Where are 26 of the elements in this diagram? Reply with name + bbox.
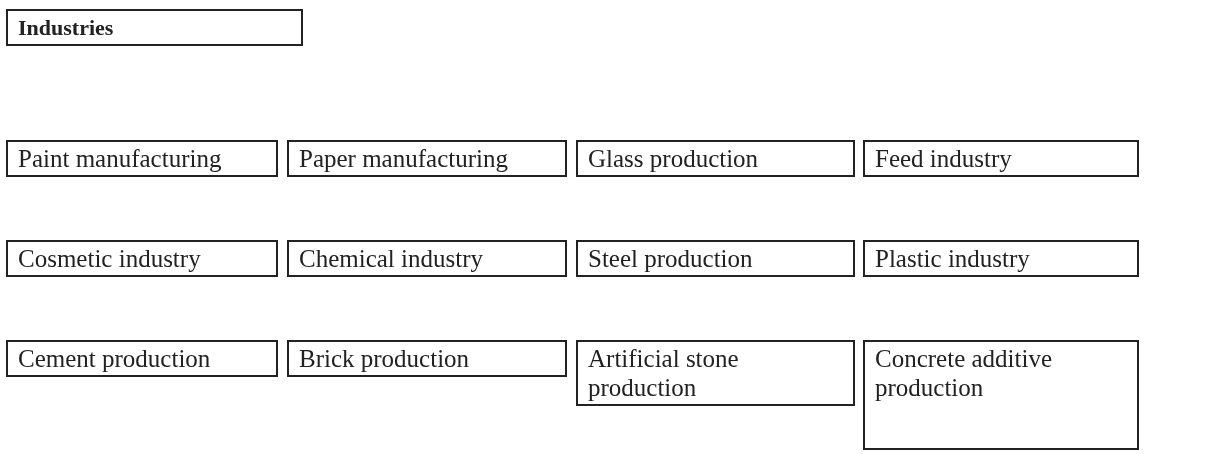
industry-box — [6, 140, 278, 177]
industry-box — [576, 340, 855, 406]
industry-box — [287, 240, 567, 277]
industry-name: Paper manufacturing — [299, 144, 509, 173]
industry-box — [863, 240, 1139, 277]
industry-name: Plastic industry — [875, 244, 1031, 273]
industry-box — [6, 340, 278, 377]
industry-box — [6, 240, 278, 277]
industry-name: Cosmetic industry — [18, 244, 202, 273]
industry-name: Brick production — [299, 344, 471, 373]
industry-box — [287, 340, 567, 377]
industry-name: Feed industry — [875, 144, 1013, 173]
industry-name: Steel production — [588, 244, 754, 273]
industry-name: Glass production — [588, 144, 760, 173]
industry-box — [863, 340, 1139, 450]
heading-text: Industries — [18, 14, 115, 42]
industry-box — [576, 140, 855, 177]
industry-name: Artificial stone production — [588, 344, 740, 402]
industry-box — [287, 140, 567, 177]
industry-name: Cement production — [18, 344, 212, 373]
industry-box — [576, 240, 855, 277]
industry-name: Concrete additive production — [875, 344, 1053, 402]
industry-box — [863, 140, 1139, 177]
industry-name: Chemical industry — [299, 244, 484, 273]
industry-name: Paint manufacturing — [18, 144, 223, 173]
heading-box — [6, 9, 303, 46]
